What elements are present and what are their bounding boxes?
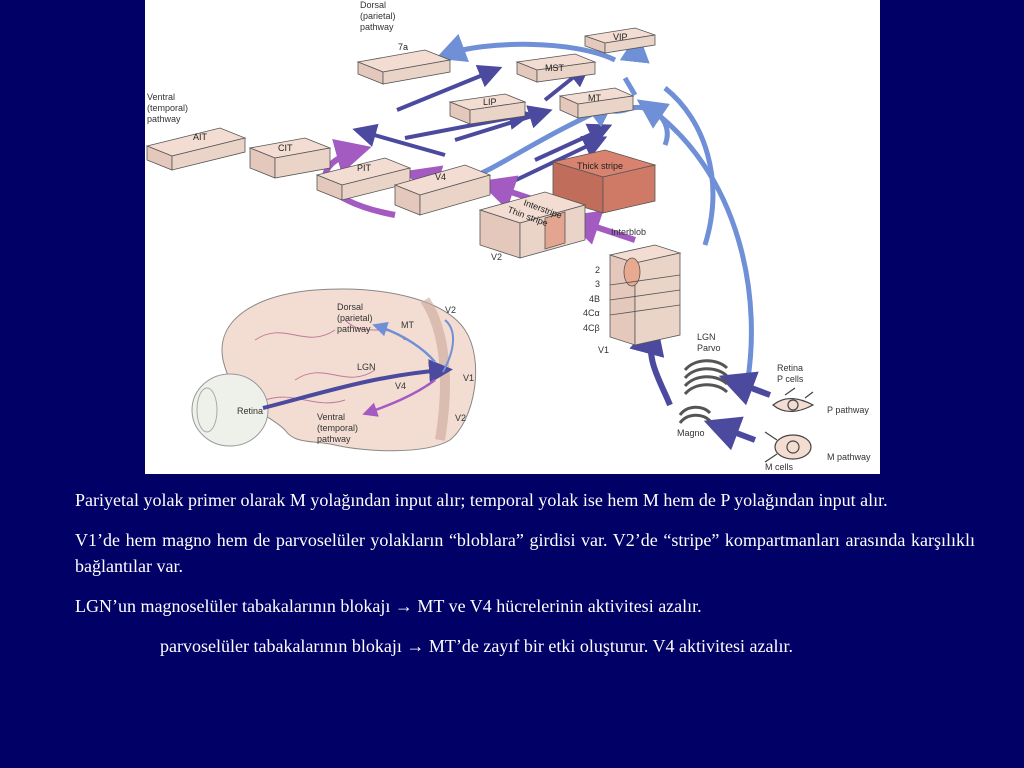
brain-v2-bottom: V2 [455,413,466,423]
paragraph-3: LGN’un magnoselüler tabakalarının blokaj… [75,596,702,616]
label-mt: MT [588,93,601,103]
label-retina: Retina [777,363,803,373]
brain-ventral-1: Ventral [317,412,345,422]
brain-v4: V4 [395,381,406,391]
label-m-pathway: M pathway [827,452,871,462]
area-boxes [145,27,682,346]
brain-inset [191,288,477,452]
layer-3: 3 [595,279,600,289]
box-v1 [608,244,682,346]
arrow-mst-7a [435,33,617,63]
label-lip: LIP [483,97,497,107]
label-thick-stripe: Thick stripe [577,161,623,171]
label-v2: V2 [491,252,502,262]
label-mst: MST [545,63,565,73]
v1-layer-labels: 2 3 4B 4Cα 4Cβ [583,265,600,333]
ventral-label-2: (temporal) [147,103,188,113]
label-vip: VIP [613,32,628,42]
label-interblob: Interblob [611,227,646,237]
arrow-v1-mt [636,99,754,396]
layer-2: 2 [595,265,600,275]
brain-dorsal-1: Dorsal [337,302,363,312]
arrow-4b-mst [663,86,716,246]
box-cit [248,137,332,179]
brain-v1: V1 [463,373,474,383]
brain-dorsal-3: pathway [337,324,371,334]
layer-4c-beta: 4Cβ [583,323,600,333]
box-mt [558,87,635,119]
label-cit: CIT [278,143,293,153]
box-v2-stripes [478,191,587,259]
box-vip [584,27,656,54]
slide-text: Pariyetal yolak primer olarak M yolağınd… [75,487,975,673]
label-magno: Magno [677,428,705,438]
m-cells-icon [764,431,812,463]
brain-mt: MT [401,320,414,330]
arrow-ait-7a [396,64,503,112]
arrow-mcells-magno [703,416,757,451]
arrow-v4-lip [534,123,613,162]
box-7a [356,49,452,85]
paragraph-4: parvoselüler tabakalarının blokajı → MT’… [160,636,793,656]
brain-v2-top: V2 [445,305,456,315]
box-pit [315,157,412,201]
label-p-pathway: P pathway [827,405,869,415]
dorsal-label-1: Dorsal [360,0,386,10]
box-ait [145,127,247,171]
box-v4 [393,164,492,216]
label-ait: AIT [193,132,208,142]
lgn-parvo-layers [683,359,729,396]
label-pit: PIT [357,163,372,173]
label-v4: V4 [435,172,446,182]
magno-connections [435,32,754,396]
arrow-pit-ait [352,123,446,157]
brain-retina: Retina [237,406,263,416]
label-parvo: Parvo [697,343,721,353]
ventral-label-3: pathway [147,114,181,124]
box-mst [515,53,597,83]
label-m-cells: M cells [765,462,794,472]
p-cells-icon [772,387,815,412]
visual-pathways-figure: VIP 7a MST LIP MT AIT CIT PIT V4 Thick s… [145,0,880,474]
brain-ventral-2: (temporal) [317,423,358,433]
dorsal-label-3: pathway [360,22,394,32]
arrow-pit-lip [454,105,553,142]
dorsal-label-2: (parietal) [360,11,396,21]
label-lgn: LGN [697,332,716,342]
layer-4c-alpha: 4Cα [583,308,600,318]
paragraph-1: Pariyetal yolak primer olarak M yolağınd… [75,490,888,510]
label-v1: V1 [598,345,609,355]
lgn-magno-layers [678,405,712,424]
ventral-label-1: Ventral [147,92,175,102]
layer-4b: 4B [589,294,600,304]
brain-ventral-3: pathway [317,434,351,444]
brain-lgn: LGN [357,362,376,372]
box-lip [448,93,527,125]
arrow-mt-mst [622,76,638,97]
brain-dorsal-2: (parietal) [337,313,373,323]
label-p-cells: P cells [777,374,804,384]
paragraph-2: V1’de hem magno hem de parvoselüler yola… [75,530,975,576]
arrow-pcells-parvo [718,371,772,406]
label-7a: 7a [398,42,408,52]
figure-svg: VIP 7a MST LIP MT AIT CIT PIT V4 Thick s… [145,0,871,472]
